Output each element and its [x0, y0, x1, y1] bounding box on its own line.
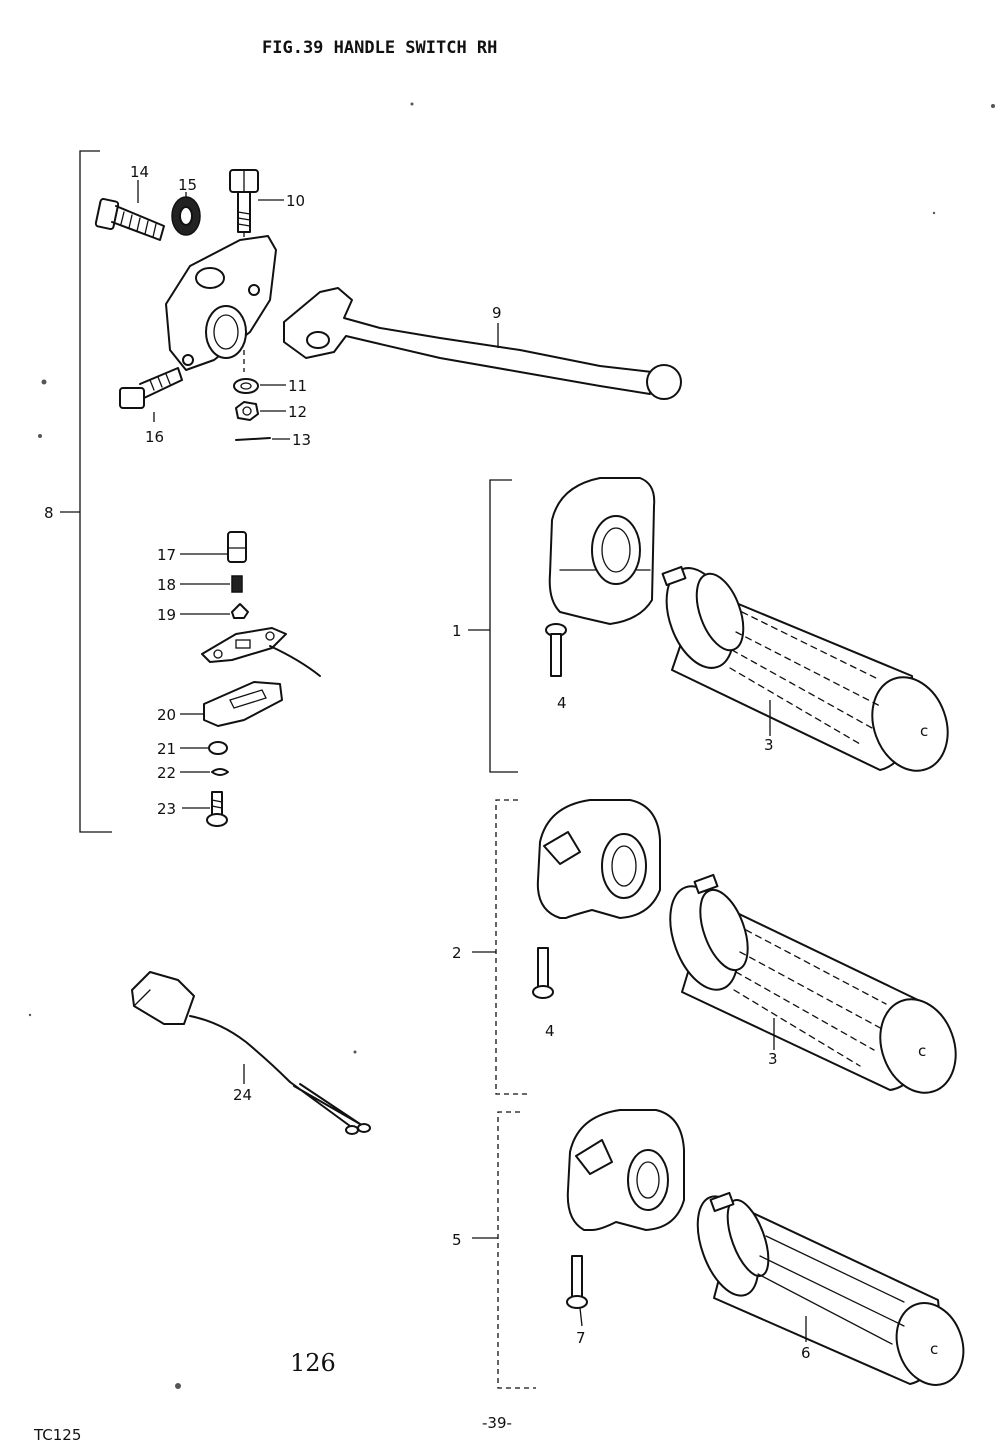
- callout-18: 18: [157, 576, 176, 594]
- svg-text:c: c: [930, 1340, 938, 1358]
- callout-14: 14: [130, 163, 149, 181]
- switch-housing-5: [566, 1109, 685, 1231]
- callout-8: 8: [44, 504, 54, 522]
- page-number: -39-: [482, 1414, 512, 1432]
- callout-10: 10: [286, 192, 305, 210]
- bracket-5: 5: [452, 1111, 536, 1389]
- callout-21: 21: [157, 740, 176, 758]
- switch-housing-2: [536, 799, 661, 919]
- switch-housing-1: [548, 477, 656, 625]
- model-code: TC125: [33, 1426, 81, 1444]
- callout-11: 11: [288, 377, 307, 395]
- callout-13: 13: [292, 431, 311, 449]
- callout-4b: 4: [545, 1022, 555, 1040]
- bracket-1: 1: [452, 479, 518, 773]
- callout-3a: 3: [764, 736, 774, 754]
- part-15-nut: 15: [171, 176, 201, 236]
- callout-7: 7: [576, 1329, 586, 1347]
- part-6-grip: c 6: [696, 1191, 965, 1386]
- part-4-screw-b: 4: [532, 947, 555, 1040]
- part-20-switch-case: 20: [157, 681, 283, 727]
- callout-20: 20: [157, 706, 176, 724]
- bracket-2: 2: [452, 799, 530, 1095]
- callout-22: 22: [157, 764, 176, 782]
- part-9-brake-lever: 9: [283, 287, 682, 400]
- part-12-nut: 12: [235, 401, 307, 421]
- part-4-screw-a: 4: [545, 623, 567, 712]
- callout-12: 12: [288, 403, 307, 421]
- part-16-bolt: 16: [119, 367, 183, 446]
- part-23-screw: 23: [157, 791, 228, 827]
- part-19-contact: 19: [157, 603, 249, 624]
- switch-plate-with-lead: [201, 627, 321, 677]
- callout-19: 19: [157, 606, 176, 624]
- part-3-grip-b: c 3: [669, 873, 957, 1094]
- callout-24: 24: [233, 1086, 252, 1104]
- callout-17: 17: [157, 546, 176, 564]
- svg-text:c: c: [918, 1042, 926, 1060]
- callout-5: 5: [452, 1231, 462, 1249]
- callout-16: 16: [145, 428, 164, 446]
- callout-6: 6: [801, 1344, 811, 1362]
- bracket-8: 8: [44, 150, 112, 833]
- part-18-spring: 18: [157, 575, 243, 594]
- callout-9: 9: [492, 304, 502, 322]
- part-22-lock-washer: 22: [157, 764, 229, 782]
- part-21-washer: 21: [157, 740, 228, 758]
- part-17-switch-plunger: 17: [157, 531, 247, 564]
- figure-title: FIG.39 HANDLE SWITCH RH: [262, 38, 497, 58]
- svg-text:c: c: [920, 722, 928, 740]
- part-11-washer: 11: [233, 377, 307, 395]
- callout-1: 1: [452, 622, 462, 640]
- part-13-cotter-pin: 13: [235, 431, 311, 449]
- lever-holder: [165, 235, 277, 372]
- part-24-wiring-lead: 24: [131, 971, 371, 1135]
- part-7-screw: 7: [566, 1255, 588, 1347]
- part-14-bolt: 14: [94, 163, 165, 241]
- callout-2: 2: [452, 944, 462, 962]
- callout-23: 23: [157, 800, 176, 818]
- callout-4a: 4: [557, 694, 567, 712]
- part-3-grip-a: c 3: [661, 565, 949, 772]
- part-10-pivot-bolt: 10: [229, 169, 305, 262]
- page-stamp: 126: [290, 1349, 336, 1377]
- callout-15: 15: [178, 176, 197, 194]
- scan-specks: [28, 102, 995, 1389]
- callout-3b: 3: [768, 1050, 778, 1068]
